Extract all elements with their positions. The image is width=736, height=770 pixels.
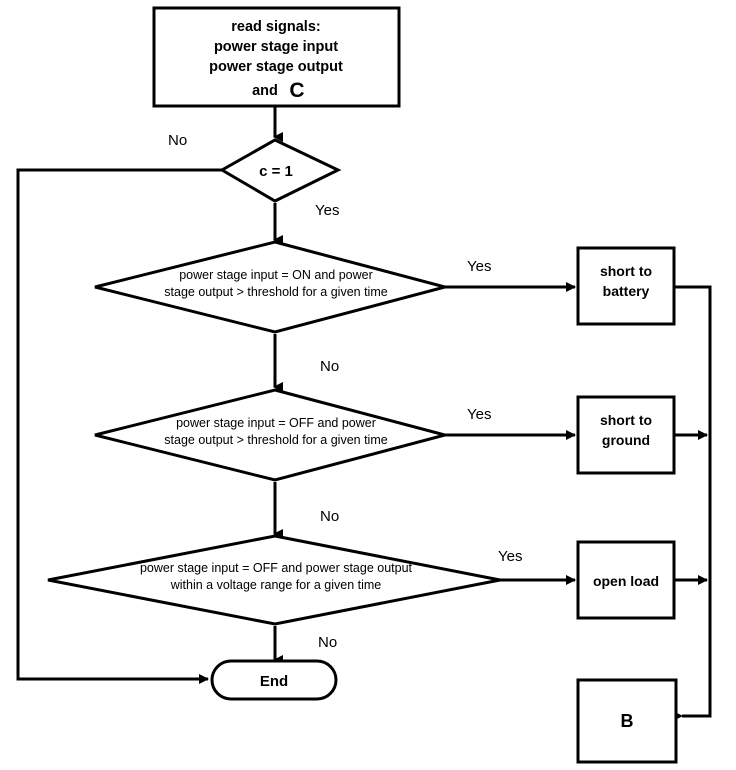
decision-open-load-line-1: power stage input = OFF and power stage …: [140, 561, 413, 575]
decision-c-label: c = 1: [259, 163, 293, 180]
decision-short-to-ground-line-1: power stage input = OFF and power: [176, 416, 376, 430]
node-short-to-ground[interactable]: [576, 395, 676, 475]
edge-label-short-ground-no: No: [320, 508, 339, 525]
connector-b-label: B: [621, 711, 634, 731]
edge-label-short-battery-yes: Yes: [467, 258, 491, 275]
edge-label-open-load-no: No: [318, 634, 337, 651]
decision-short-to-battery-line-2: stage output > threshold for a given tim…: [164, 285, 387, 299]
end-label: End: [260, 673, 288, 690]
node-read-signals[interactable]: [152, 6, 401, 108]
edge-label-c-no: No: [168, 132, 187, 149]
read-signals-line-1: read signals:: [231, 19, 320, 35]
decision-short-to-battery-line-1: power stage input = ON and power: [179, 268, 373, 282]
node-decision-short-to-ground[interactable]: [94, 388, 451, 482]
edge-label-open-load-yes: Yes: [498, 548, 522, 565]
open-load-label: open load: [593, 573, 659, 589]
decision-short-to-ground-line-2: stage output > threshold for a given tim…: [164, 433, 387, 447]
node-short-to-battery[interactable]: [576, 246, 676, 326]
short-to-ground-line-2: ground: [602, 432, 650, 448]
node-decision-open-load[interactable]: [47, 534, 501, 626]
read-signals-symbol-c: C: [289, 79, 304, 102]
decision-open-load-line-2: within a voltage range for a given time: [170, 578, 382, 592]
node-decision-short-to-battery[interactable]: [94, 240, 451, 334]
read-signals-line-2: power stage input: [214, 39, 338, 55]
read-signals-line-4-prefix: and: [252, 83, 278, 99]
short-to-battery-line-2: battery: [603, 283, 650, 299]
edge-label-c-yes: Yes: [315, 202, 339, 219]
node-connector-b[interactable]: [576, 678, 678, 764]
edge-label-short-battery-no: No: [320, 358, 339, 375]
edge-decision-c-no-to-end: [16, 168, 222, 684]
read-signals-line-3: power stage output: [209, 59, 343, 75]
node-open-load[interactable]: [576, 540, 676, 620]
edge-label-short-ground-yes: Yes: [467, 406, 491, 423]
short-to-ground-line-1: short to: [600, 412, 652, 428]
node-decision-c[interactable]: [218, 138, 342, 203]
node-end[interactable]: [210, 659, 338, 701]
edge-right-bus-to-b: [673, 285, 712, 721]
short-to-battery-line-1: short to: [600, 263, 652, 279]
